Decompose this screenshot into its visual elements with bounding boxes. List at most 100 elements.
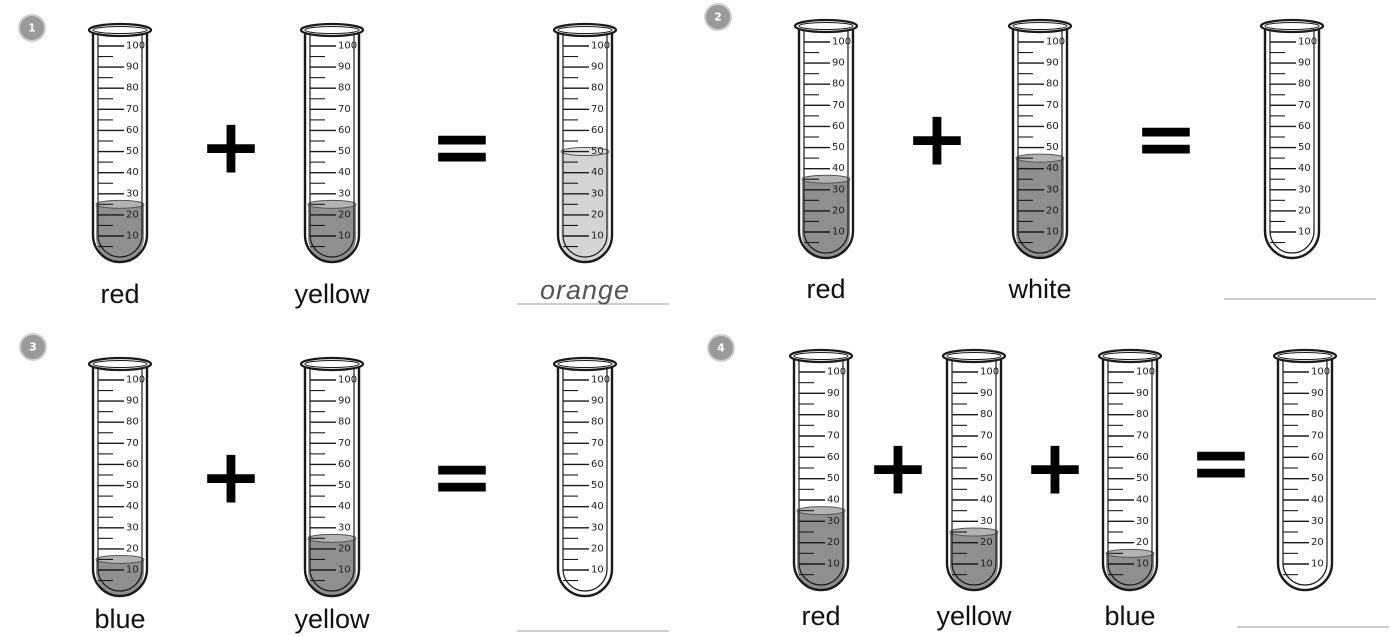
problem-4: 4100908070605040302010red100908070605040… <box>707 334 1389 631</box>
tick-label: 10 <box>126 565 139 576</box>
tube-rim-inner <box>1277 352 1333 360</box>
tube-inner-outline <box>1269 30 1315 254</box>
tick-label: 80 <box>126 417 139 428</box>
tick-label: 30 <box>338 522 351 533</box>
tube-inner-outline <box>1107 360 1153 586</box>
tick-label: 100 <box>827 367 846 378</box>
tick-label: 60 <box>1298 121 1311 132</box>
tick-label: 100 <box>338 41 357 52</box>
tick-label: 10 <box>980 559 993 570</box>
tick-label: 80 <box>591 83 604 94</box>
tick-label: 50 <box>338 480 351 491</box>
badge-circle <box>707 334 735 362</box>
tick-label: 20 <box>338 543 351 554</box>
tick-label: 90 <box>338 62 351 73</box>
tube-rim-inner <box>1012 22 1068 30</box>
tube-label: blue <box>94 604 145 634</box>
tube-outline <box>1276 356 1334 592</box>
tick-label: 50 <box>980 473 993 484</box>
tube-rim-inner <box>1264 22 1320 30</box>
tube-outline <box>303 364 361 598</box>
tube-rim <box>299 356 365 372</box>
equals-sign: = <box>430 432 494 521</box>
tick-label: 80 <box>980 409 993 420</box>
tick-label: 90 <box>980 388 993 399</box>
tick-label: 90 <box>827 388 840 399</box>
tick-label: 30 <box>126 522 139 533</box>
tube-rim-inner <box>557 360 613 368</box>
tube-outline <box>797 26 855 260</box>
tick-label: 70 <box>591 104 604 115</box>
tube-outline <box>303 30 361 264</box>
tube-outline <box>945 356 1003 592</box>
problem-number: 3 <box>29 341 37 354</box>
tick-label: 60 <box>980 452 993 463</box>
tube-rim <box>552 356 618 372</box>
equals-sign: = <box>1189 418 1253 507</box>
tube-inner-outline <box>1017 30 1063 254</box>
tick-label: 100 <box>832 37 851 48</box>
tick-label: 90 <box>591 62 604 73</box>
tube-rim <box>793 18 859 34</box>
tube-rim <box>1272 348 1338 364</box>
tick-label: 40 <box>1298 163 1311 174</box>
tick-label: 20 <box>1298 205 1311 216</box>
problem-1: 1100908070605040302010red100908070605040… <box>18 14 669 309</box>
tick-label: 80 <box>126 83 139 94</box>
tube-label: yellow <box>294 604 370 634</box>
tube-label: blue <box>1104 601 1155 631</box>
tick-label: 10 <box>591 565 604 576</box>
tick-label: 70 <box>338 438 351 449</box>
tick-label: 30 <box>591 188 604 199</box>
tick-label: 10 <box>338 565 351 576</box>
liquid-surface <box>307 199 357 209</box>
liquid-fill <box>797 510 845 590</box>
plus-sign: + <box>866 423 930 512</box>
tick-label: 20 <box>1136 537 1149 548</box>
tick-label: 40 <box>1046 163 1059 174</box>
tick-label: 70 <box>1311 431 1324 442</box>
tick-label: 70 <box>827 431 840 442</box>
tick-label: 40 <box>338 167 351 178</box>
tick-label: 100 <box>1311 367 1330 378</box>
tick-label: 20 <box>1311 537 1324 548</box>
tick-label: 40 <box>1311 495 1324 506</box>
tick-label: 10 <box>126 231 139 242</box>
tick-label: 100 <box>591 41 610 52</box>
tick-label: 50 <box>827 473 840 484</box>
tube-inner-outline <box>97 34 143 258</box>
equals-sign: = <box>1134 94 1198 183</box>
tick-label: 60 <box>832 121 845 132</box>
liquid-fill <box>561 151 609 262</box>
tick-label: 20 <box>980 537 993 548</box>
tick-label: 20 <box>1046 205 1059 216</box>
tick-label: 60 <box>591 459 604 470</box>
tube-outline <box>1011 26 1069 260</box>
tick-label: 60 <box>126 459 139 470</box>
tick-label: 10 <box>591 231 604 242</box>
tick-label: 60 <box>1046 121 1059 132</box>
liquid-surface <box>801 174 851 184</box>
tick-label: 90 <box>591 396 604 407</box>
tube-rim <box>87 22 153 38</box>
tick-label: 90 <box>1298 58 1311 69</box>
liquid-surface <box>95 199 145 209</box>
tube-inner-outline <box>798 360 844 586</box>
tick-label: 100 <box>338 375 357 386</box>
liquid-surface <box>1105 548 1155 558</box>
tick-label: 50 <box>1136 473 1149 484</box>
tick-label: 70 <box>980 431 993 442</box>
tube-inner-outline <box>309 368 355 592</box>
tube-rim-inner <box>793 352 849 360</box>
tick-label: 100 <box>126 375 145 386</box>
badge-circle <box>704 3 732 31</box>
tick-label: 80 <box>827 409 840 420</box>
tube-label: yellow <box>294 279 370 309</box>
tick-label: 50 <box>1046 142 1059 153</box>
